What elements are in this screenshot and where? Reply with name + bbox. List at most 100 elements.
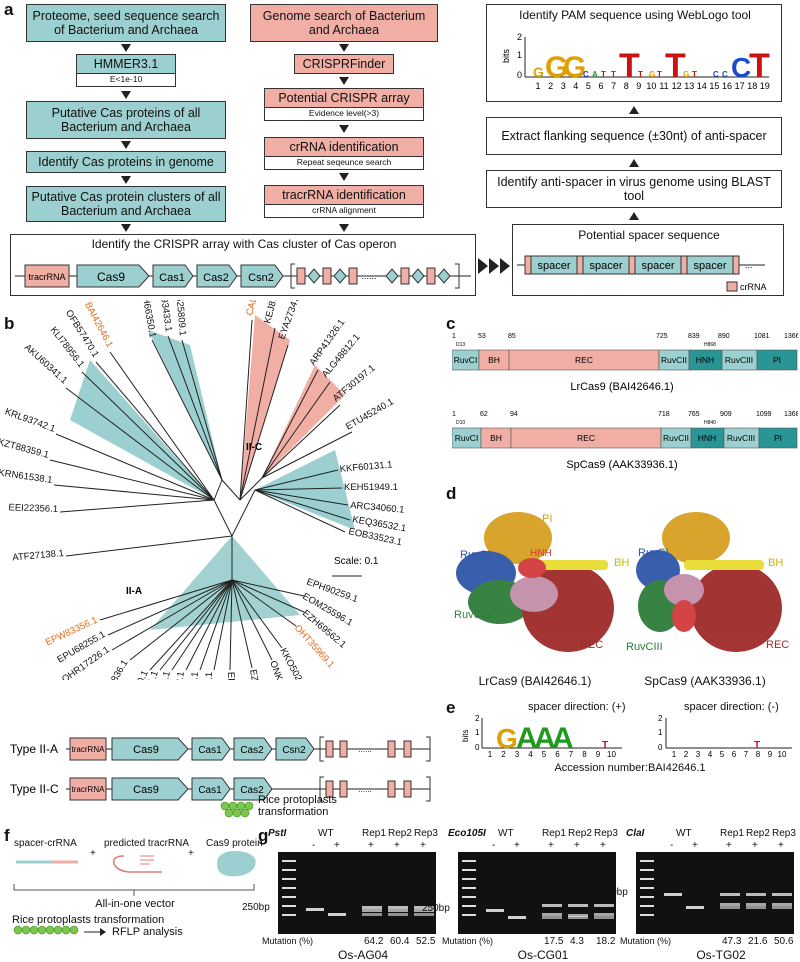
gel-mutation-value: 52.5: [416, 936, 436, 947]
e-minus-direction: spacer direction: (-): [684, 701, 779, 713]
tree-leaf-label: EZM40726.1: [247, 669, 267, 680]
pam-letter: G: [683, 70, 689, 79]
f-rice: Rice protoplasts transformation: [12, 914, 165, 926]
arrow-down: [339, 77, 349, 85]
lr-tick: 1: [452, 333, 456, 340]
spacer-label: spacer: [641, 260, 674, 272]
gel-band: [362, 909, 382, 912]
sp-ruvci-label: RuvCI: [638, 547, 669, 559]
ladder-band: [282, 914, 296, 916]
d-right-caption: SpCas9 (AAK33936.1): [644, 674, 766, 688]
e-ytick: 0: [658, 743, 663, 752]
pam-letter: A: [592, 70, 598, 79]
gel-rep3-label: Rep3: [772, 828, 796, 839]
pam-position-label: 9: [636, 81, 641, 91]
ladder-band: [462, 896, 476, 898]
gel-mutation-value: 50.6: [774, 936, 794, 947]
type-iic-cas9: Cas9: [133, 784, 159, 796]
pam-weblogo: bits 2 1 0 G G G C A T T T T G T T G T C…: [501, 32, 770, 91]
operon-dots: ......: [361, 271, 376, 281]
e-position-label: 1: [488, 750, 493, 759]
gel-plus: +: [726, 840, 732, 851]
gel-band: [664, 893, 682, 896]
gel-mutation-value: 64.2: [364, 936, 384, 947]
arrow-up: [629, 212, 639, 220]
pam-position-label: 14: [697, 81, 707, 91]
gel-band: [388, 913, 408, 916]
e-position-label: 3: [515, 750, 520, 759]
rice-transformation-label: Rice protoplasts transformation: [258, 794, 337, 818]
gel-band: [568, 904, 588, 907]
ladder-band: [282, 905, 296, 907]
pam-position-label: 13: [684, 81, 694, 91]
e-logo-letter: A: [534, 722, 556, 755]
e-ytick: 2: [658, 714, 663, 723]
ladder-band: [462, 869, 476, 871]
sp-tick: 718: [658, 411, 670, 418]
e-position-label: 7: [744, 750, 749, 759]
type-iic-label: Type II-C: [10, 782, 59, 796]
gel-band: [328, 913, 346, 916]
e-position-label: 8: [582, 750, 587, 759]
gel-plus: +: [600, 840, 606, 851]
arrow-down: [121, 176, 131, 184]
ladder-band: [282, 869, 296, 871]
crisprfinder-box: CRISPRFinder: [294, 54, 394, 74]
gel-mutation-label: Mutation (%): [620, 936, 672, 946]
sp-h-residue: H840: [704, 420, 716, 426]
gel-plus: +: [394, 840, 400, 851]
f-workflow-diagram: [13, 850, 256, 936]
sp-ruvciii-label: RuvCIII: [626, 641, 663, 653]
proteome-search-box: Proteome, seed sequence search of Bacter…: [26, 4, 226, 42]
e-logo-letter: G: [496, 723, 518, 754]
type-iia-cas2: Cas2: [240, 745, 264, 756]
arrow-up: [629, 106, 639, 114]
type-iic-cas2: Cas2: [240, 785, 264, 796]
lr-tick: 890: [718, 333, 730, 340]
pam-letter: T: [638, 70, 643, 79]
arrow-down: [121, 224, 131, 232]
f-rflp: RFLP analysis: [112, 926, 183, 938]
type-operons: Type II-A tracrRNA Cas9 Cas1 Cas2 Csn2 .…: [10, 736, 431, 818]
gel-band: [388, 906, 408, 909]
sp-tick: 1: [452, 411, 456, 418]
gel-bp-label: 250bp: [422, 903, 450, 914]
tree-leaf-label: KKF60131.1: [339, 459, 393, 475]
gel-bp-label: 250bp: [600, 887, 628, 898]
gel-mutation-value: 47.3: [722, 936, 742, 947]
lr-hnh-label: HNH: [530, 548, 552, 559]
arrow-down: [121, 44, 131, 52]
pam-letter: C: [731, 52, 751, 83]
tree-leaf-label: AOG25809.1: [172, 300, 188, 336]
protein-structures: PI RuvCI BH HNH RuvCIII REC PI RuvCI BH …: [454, 512, 789, 653]
e-position-label: 6: [732, 750, 737, 759]
gel-rep3-label: Rep3: [594, 828, 618, 839]
gel-band: [594, 913, 614, 916]
pam-letter: C: [713, 70, 719, 79]
panel-label-e: e: [446, 698, 456, 717]
gel-band: [772, 906, 792, 909]
lr-ruvci-label: RuvCI: [460, 549, 491, 561]
gel-target-name: Os-CG01: [517, 948, 569, 962]
pam-position-label: 17: [735, 81, 745, 91]
sp-domain: REC: [577, 433, 595, 443]
tracrrna-id-box: tracrRNA identification: [264, 185, 424, 205]
gel-mutation-value: 4.3: [570, 936, 584, 947]
pam-position-label: 4: [573, 81, 578, 91]
f-vector: All-in-one vector: [95, 898, 175, 910]
e-accession: Accession number:BAI42646.1: [554, 762, 706, 774]
gel-rep2-label: Rep2: [568, 828, 592, 839]
ladder-band: [640, 905, 654, 907]
tree-leaf-label: AIG43905.1: [202, 672, 215, 680]
pam-letter: T: [749, 47, 770, 85]
gel-plus: +: [692, 840, 698, 851]
crrna-id-box: crRNA identification: [264, 137, 424, 157]
panel-label-c: c: [446, 314, 456, 333]
lr-caption: LrCas9 (BAI42646.1): [570, 381, 673, 393]
lr-ruvciii-label: RuvCIII: [454, 609, 491, 621]
lr-domain: RuvCI: [454, 355, 478, 365]
gel-band: [542, 913, 562, 916]
gel-band: [414, 906, 434, 909]
spacer-array-diagram: spacer spacer spacer spacer ... crRNA: [517, 255, 767, 292]
lr-tick: 53: [478, 333, 486, 340]
